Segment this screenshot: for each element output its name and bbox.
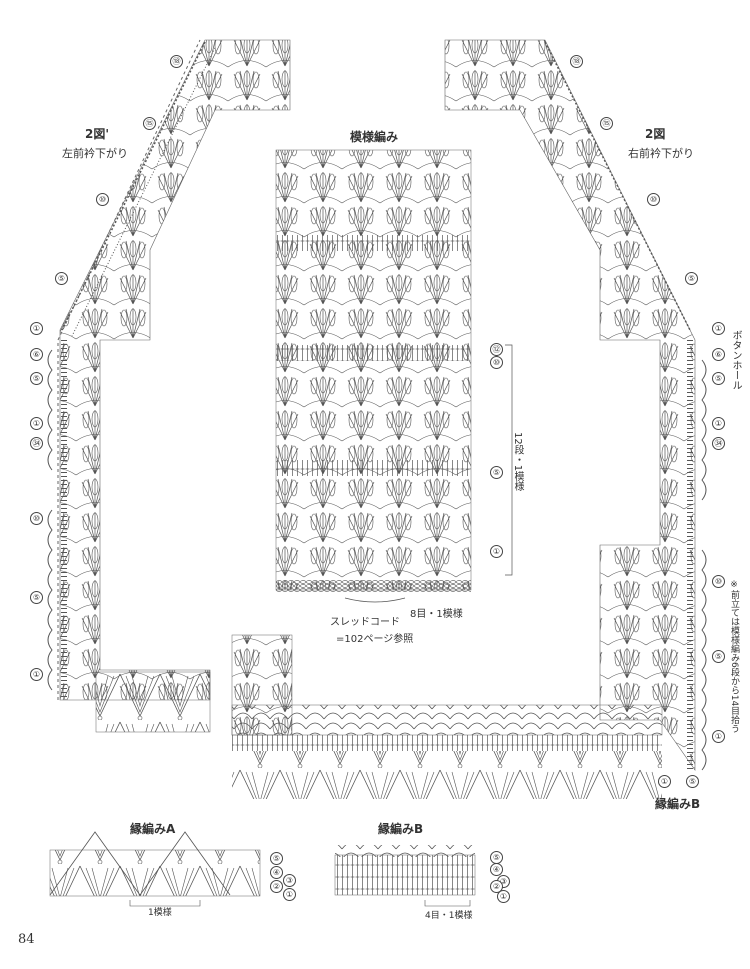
row-number: ④ xyxy=(490,863,503,876)
row-number: ① xyxy=(30,417,43,430)
repeat-rows-label: 12段・1模様 xyxy=(512,432,523,492)
row-number: ⑮ xyxy=(143,117,156,130)
pattern-title: 模様編み xyxy=(350,130,399,144)
left-figure-caption: 左前衿下がり xyxy=(62,147,128,160)
buttonhole-label: ボタンホール xyxy=(730,330,741,390)
edge-b-title: 縁編みB xyxy=(378,822,424,836)
row-number: ⑩ xyxy=(30,512,43,525)
row-number: ⑩ xyxy=(490,356,503,369)
right-figure-caption: 右前衿下がり xyxy=(628,147,694,160)
row-number: ④ xyxy=(270,866,283,879)
row-number: ㉞ xyxy=(712,437,725,450)
row-number: ⑤ xyxy=(490,466,503,479)
row-number: ② xyxy=(270,880,283,893)
row-number: ⑤ xyxy=(712,650,725,663)
edge-a-title: 縁編みA xyxy=(130,822,176,836)
row-number: ① xyxy=(712,730,725,743)
edge-b-main-label: 縁編みB xyxy=(655,797,701,811)
left-figure-number: 2図' xyxy=(85,127,110,141)
row-number: ① xyxy=(497,890,510,903)
row-number: ㉞ xyxy=(30,437,43,450)
row-number: ① xyxy=(712,322,725,335)
row-number: ⑱ xyxy=(170,55,183,68)
row-number: ① xyxy=(283,888,296,901)
row-number: ② xyxy=(490,880,503,893)
row-number: ⑤ xyxy=(30,591,43,604)
row-number: ⑥ xyxy=(712,348,725,361)
row-number: ⑤ xyxy=(712,372,725,385)
bottom-band xyxy=(231,634,663,799)
pattern-swatch xyxy=(275,149,513,603)
row-number: ⑮ xyxy=(600,117,613,130)
row-number: ⑤ xyxy=(270,852,283,865)
page-number: 84 xyxy=(18,932,35,947)
row-number: ⑩ xyxy=(96,193,109,206)
row-number: ⑤ xyxy=(55,272,68,285)
row-number: ① xyxy=(30,668,43,681)
row-number: ① xyxy=(30,322,43,335)
row-number: ③ xyxy=(283,874,296,887)
left-edge-scallops xyxy=(47,39,201,700)
row-number: ⑩ xyxy=(712,575,725,588)
row-number: ⑤ xyxy=(30,372,43,385)
right-figure-number: 2図 xyxy=(645,127,666,141)
row-number: ① xyxy=(658,775,671,788)
left-front-chart xyxy=(59,39,291,733)
note-label: ※前立ては模様編み6段から14目拾う xyxy=(729,580,739,734)
row-number: ⑫ xyxy=(490,343,503,356)
row-number: ⑱ xyxy=(570,55,583,68)
edge-b-repeat: 4目・1模様 xyxy=(425,911,473,921)
repeat-stitches-label: 8目・1模様 xyxy=(410,609,463,620)
reference-label: =102ページ参照 xyxy=(336,634,414,645)
row-number: ① xyxy=(490,545,503,558)
row-number: ① xyxy=(712,417,725,430)
right-front-chart xyxy=(444,39,707,771)
row-number: ⑥ xyxy=(30,348,43,361)
edge-b-swatch xyxy=(334,845,476,907)
row-number: ⑤ xyxy=(490,851,503,864)
row-number: ⑤ xyxy=(686,775,699,788)
edge-a-repeat: 1模様 xyxy=(148,908,172,918)
row-number: ⑤ xyxy=(685,272,698,285)
edge-a-swatch xyxy=(49,831,261,907)
row-number: ⑩ xyxy=(647,193,660,206)
thread-cord-label: スレッドコード xyxy=(330,617,400,628)
